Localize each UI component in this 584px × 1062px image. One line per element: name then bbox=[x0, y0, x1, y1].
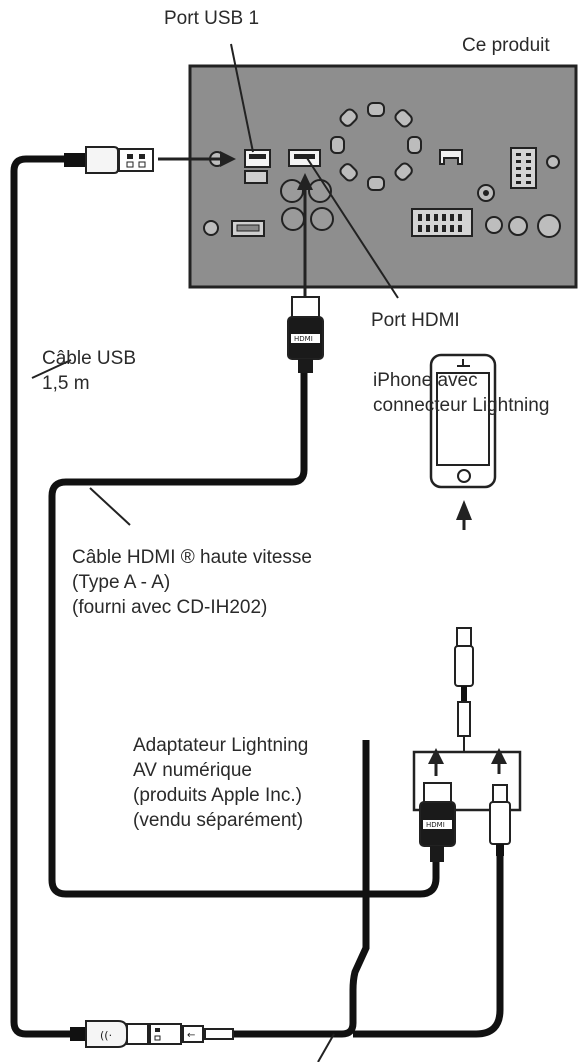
svg-text:←: ← bbox=[187, 1030, 195, 1041]
hdmi-arrow bbox=[297, 173, 313, 297]
usb-arrow bbox=[158, 151, 236, 167]
iphone bbox=[429, 353, 497, 489]
usb-plug-bottom: ((· ← bbox=[70, 1020, 234, 1048]
usb-plug-top bbox=[64, 146, 154, 174]
label-port-usb1: Port USB 1 bbox=[164, 8, 260, 29]
label-product: Ce produit bbox=[462, 35, 550, 56]
hdmi-plug-bottom: HDMI bbox=[419, 782, 456, 862]
svg-text:HDMI: HDMI bbox=[294, 335, 313, 343]
usb-cable bbox=[10, 155, 80, 1038]
leader-lines bbox=[31, 43, 399, 526]
label-usb-cable: Câble USB 1,5 m bbox=[42, 348, 136, 394]
lightning-plug-bottom bbox=[489, 784, 511, 856]
adapter-arrows bbox=[428, 748, 507, 776]
label-hdmi-cable: Câble HDMI ® haute vitesse (Type A - A) … bbox=[72, 547, 312, 618]
fan-vent bbox=[330, 102, 422, 191]
label-adapter: Adaptateur Lightning AV numérique (produ… bbox=[133, 735, 309, 831]
lightning-plug-top bbox=[454, 627, 474, 737]
svg-text:HDMI: HDMI bbox=[426, 821, 445, 829]
hdmi-cable bbox=[48, 372, 440, 898]
svg-text:((·: ((· bbox=[100, 1029, 112, 1042]
product-panel bbox=[188, 64, 578, 289]
label-iphone: iPhone avec connecteur Lightning bbox=[373, 370, 550, 416]
label-port-hdmi: Port HDMI bbox=[371, 310, 460, 331]
hdmi-plug-top: HDMI bbox=[287, 296, 324, 373]
iphone-arrow bbox=[456, 500, 472, 520]
